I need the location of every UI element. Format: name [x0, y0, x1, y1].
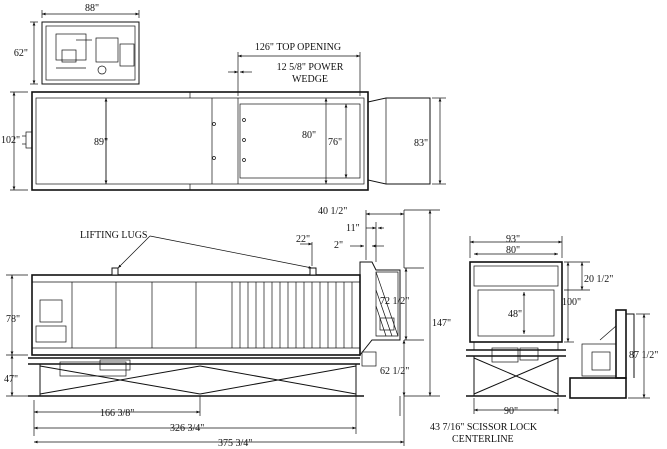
label-lifting-lugs: LIFTING LUGS: [80, 230, 148, 241]
dim-end-90: 90": [504, 406, 518, 417]
dim-power-wedge-line2: WEDGE: [292, 74, 328, 85]
dim-72-5: 72 1/2": [380, 296, 409, 307]
dim-end-100: 100": [562, 297, 581, 308]
dim-plan-76: 76": [328, 137, 342, 148]
dim-2: 2": [334, 240, 343, 251]
dim-22: 22": [296, 234, 310, 245]
top-detail-view: 88" 62": [14, 3, 140, 85]
dim-top-width: 88": [85, 3, 99, 14]
dim-plan-89: 89": [94, 137, 108, 148]
dim-scissor-line1: 43 7/16" SCISSOR LOCK: [430, 422, 538, 433]
plan-view: 126" TOP OPENING 12 5/8" POWER WEDGE 102…: [1, 42, 446, 191]
dim-62-5: 62 1/2": [380, 366, 409, 377]
dim-11: 11": [346, 223, 360, 234]
dim-78: 78": [6, 314, 20, 325]
dim-side-87-5: 87 1/2": [629, 350, 658, 361]
dim-plan-width: 102": [1, 135, 20, 146]
dim-147: 147": [432, 318, 451, 329]
end-elevation: 93" 80" 20 1/2" 100" 48" 90": [466, 234, 613, 417]
dim-top-depth: 62": [14, 48, 28, 59]
dim-326: 326 3/4": [170, 423, 204, 434]
hatch-panel: [239, 282, 353, 348]
dim-plan-80: 80": [302, 130, 316, 141]
dim-end-20-5: 20 1/2": [584, 274, 613, 285]
dim-top-opening: 126" TOP OPENING: [255, 42, 341, 53]
dim-375: 375 3/4": [218, 438, 252, 449]
dim-end-93: 93": [506, 234, 520, 245]
dim-end-48: 48": [508, 309, 522, 320]
side-elevation: LIFTING LUGS 40 1/2" 11" 22" 2" 78" 47": [4, 206, 538, 449]
dim-end-80: 80": [506, 245, 520, 256]
dim-47: 47": [4, 374, 18, 385]
dim-166: 166 3/8": [100, 408, 134, 419]
side-detail-view: 87 1/2": [569, 309, 658, 399]
dim-plan-83: 83": [414, 138, 428, 149]
dim-power-wedge-line1: 12 5/8" POWER: [277, 62, 344, 73]
dim-40-5: 40 1/2": [318, 206, 347, 217]
dim-scissor-line2: CENTERLINE: [452, 434, 514, 445]
